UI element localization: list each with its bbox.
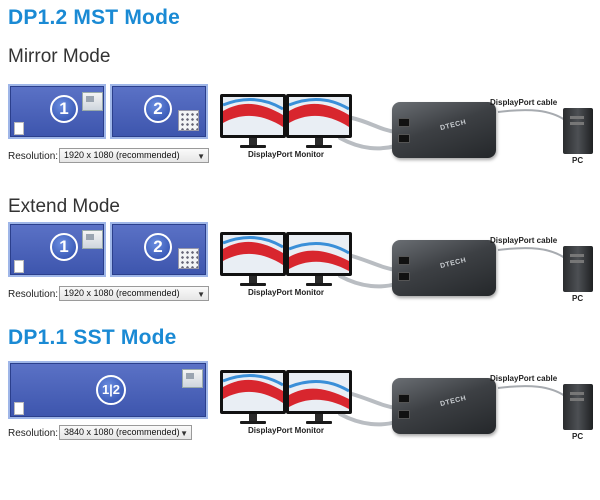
resolution-label: Resolution: <box>8 428 59 439</box>
hub-port <box>398 134 410 143</box>
extend-mode-title: Extend Mode <box>8 196 120 217</box>
hub-port <box>398 394 410 403</box>
heading-sst: DP1.1 SST Mode <box>8 326 177 349</box>
displayport-monitor-right <box>286 94 352 138</box>
resolution-dropdown[interactable]: 1920 x 1080 (recommended) ▼ <box>59 286 209 301</box>
hub-port <box>398 410 410 419</box>
keypad-icon <box>178 248 199 269</box>
monitor-caption: DisplayPort Monitor <box>248 426 325 435</box>
resolution-label: Resolution: <box>8 151 59 162</box>
mst-hub-device: DTECH <box>392 240 496 296</box>
monitor-base <box>306 421 332 424</box>
monitor-wallpaper-icon <box>289 379 349 409</box>
monitor-screen <box>223 235 283 273</box>
monitor-wallpaper-icon <box>223 373 283 403</box>
hub-brand: DTECH <box>439 118 468 133</box>
monitor-stand <box>315 414 323 422</box>
displayport-monitor-right <box>286 370 352 414</box>
monitor-caption: DisplayPort Monitor <box>248 150 325 159</box>
display-number-badge: 2 <box>144 233 172 261</box>
displayport-monitor-right <box>286 232 352 276</box>
window-thumbnail-icon <box>82 230 103 249</box>
mst-hub-device: DTECH <box>392 102 496 158</box>
pc-tower-icon <box>563 108 593 154</box>
display-number-badge: 1 <box>50 95 78 123</box>
monitor-screen <box>223 373 283 411</box>
document-icon <box>14 402 24 415</box>
displayport-cable-label: DisplayPort cable <box>490 236 558 245</box>
window-thumbnail-icon <box>182 369 203 388</box>
hub-brand: DTECH <box>439 256 468 271</box>
display-number-badge: 2 <box>144 95 172 123</box>
display-1-tile[interactable]: 1 <box>8 84 106 139</box>
dropdown-arrow-icon: ▼ <box>197 290 205 299</box>
displayport-monitor-left <box>220 232 286 276</box>
display-2-tile[interactable]: 2 <box>110 222 208 277</box>
monitor-base <box>240 283 266 286</box>
mirror-mode-title: Mirror Mode <box>8 46 111 67</box>
combined-display-tile[interactable]: 1|2 <box>8 361 208 419</box>
monitor-base <box>306 145 332 148</box>
monitor-stand <box>249 276 257 284</box>
hub-port <box>398 118 410 127</box>
monitor-screen <box>289 235 349 273</box>
monitor-stand <box>249 414 257 422</box>
resolution-label: Resolution: <box>8 289 59 300</box>
keypad-icon <box>178 110 199 131</box>
monitor-wallpaper-icon <box>223 235 283 265</box>
window-thumbnail-icon <box>82 92 103 111</box>
display-number-badge: 1|2 <box>96 375 126 405</box>
heading-mst: DP1.2 MST Mode <box>8 6 180 29</box>
dropdown-arrow-icon: ▼ <box>180 429 188 438</box>
monitor-wallpaper-icon <box>289 97 349 127</box>
resolution-value: 3840 x 1080 (recommended) <box>64 427 180 437</box>
pc-tower-icon <box>563 384 593 430</box>
displayport-cable-label: DisplayPort cable <box>490 98 558 107</box>
monitor-stand <box>315 276 323 284</box>
pc-label: PC <box>572 432 584 441</box>
displayport-monitor-left <box>220 94 286 138</box>
document-icon <box>14 122 24 135</box>
pc-label: PC <box>572 156 584 165</box>
monitor-stand <box>249 138 257 146</box>
dropdown-arrow-icon: ▼ <box>197 152 205 161</box>
displayport-monitor-left <box>220 370 286 414</box>
resolution-value: 1920 x 1080 (recommended) <box>64 150 180 160</box>
display-2-tile[interactable]: 2 <box>110 84 208 139</box>
hub-port <box>398 272 410 281</box>
pc-label: PC <box>572 294 584 303</box>
resolution-dropdown[interactable]: 1920 x 1080 (recommended) ▼ <box>59 148 209 163</box>
display-1-tile[interactable]: 1 <box>8 222 106 277</box>
resolution-dropdown[interactable]: 3840 x 1080 (recommended) ▼ <box>59 425 192 440</box>
monitor-stand <box>315 138 323 146</box>
pc-tower-icon <box>563 246 593 292</box>
monitor-base <box>240 421 266 424</box>
display-number-badge: 1 <box>50 233 78 261</box>
monitor-screen <box>289 373 349 411</box>
monitor-wallpaper-icon <box>289 241 349 271</box>
displayport-cable-label: DisplayPort cable <box>490 374 558 383</box>
hub-port <box>398 256 410 265</box>
monitor-wallpaper-icon <box>223 97 283 127</box>
monitor-caption: DisplayPort Monitor <box>248 288 325 297</box>
monitor-base <box>240 145 266 148</box>
mst-hub-device: DTECH <box>392 378 496 434</box>
resolution-value: 1920 x 1080 (recommended) <box>64 288 180 298</box>
hub-brand: DTECH <box>439 394 468 409</box>
monitor-base <box>306 283 332 286</box>
monitor-screen <box>223 97 283 135</box>
monitor-screen <box>289 97 349 135</box>
document-icon <box>14 260 24 273</box>
